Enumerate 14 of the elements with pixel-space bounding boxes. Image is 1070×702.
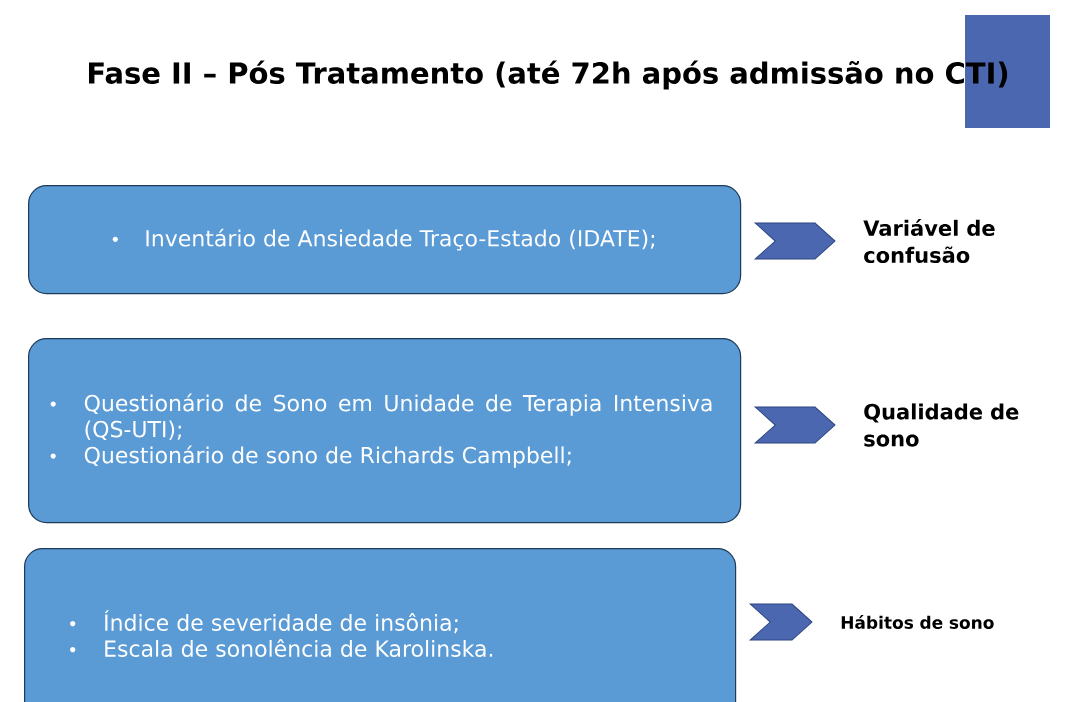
list-item: Índice de severidade de insônia; (104, 610, 458, 634)
chevron-arrow (749, 603, 813, 641)
chevron-arrow (754, 406, 836, 444)
text-box (28, 185, 742, 295)
category-label: Hábitos de sono (841, 615, 994, 629)
list-item: Escala de sonolência de Karolinska. (105, 639, 493, 657)
category-label: Qualidade de sono (864, 403, 1019, 447)
list-item: Inventário de Ansiedade Traço-Estado (IDATE); (146, 228, 654, 251)
category-label: Variável de confusão (863, 218, 995, 264)
list-item: Questionário de Sono em Unidade de Terapia Intensiva (QS-UTI); (84, 393, 712, 440)
list-item: Questionário de sono de Richards Campbell; (84, 445, 571, 468)
chevron-arrow (754, 222, 836, 260)
text-box (28, 338, 742, 524)
text-box (24, 548, 737, 702)
